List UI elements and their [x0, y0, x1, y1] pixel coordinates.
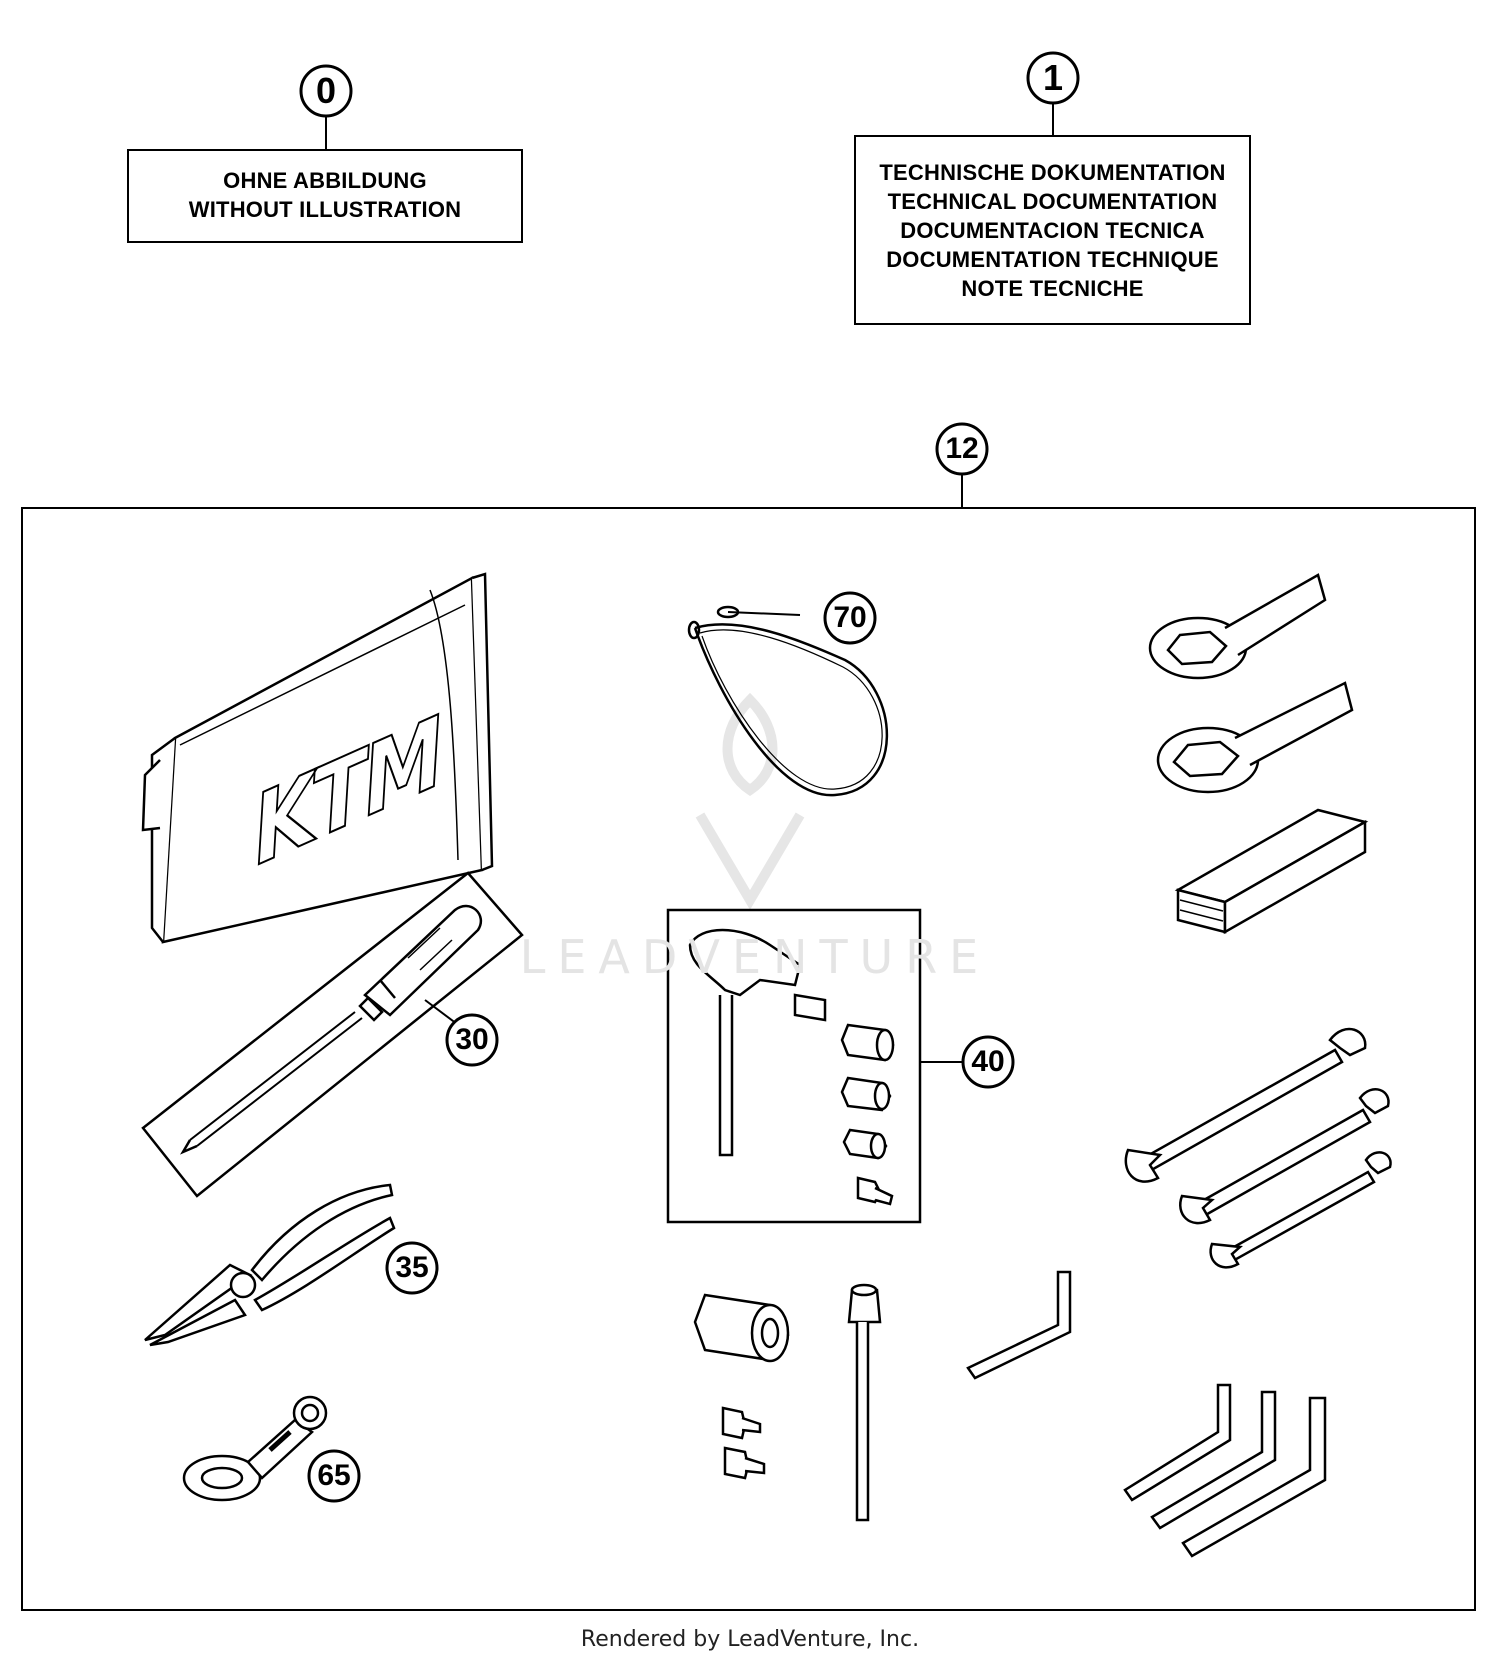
callout-40-number: 40 — [971, 1045, 1005, 1078]
t-handle-icon — [688, 928, 827, 1157]
small-bits-icon — [721, 1406, 766, 1480]
callout-12 — [935, 422, 989, 508]
hex-key-set-icon — [1123, 1383, 1327, 1558]
spoke-wrench-icon — [182, 1395, 328, 1502]
callout-12-number: 12 — [945, 432, 979, 465]
without-illustration-text: OHNE ABBILDUNG WITHOUT ILLUSTRATION — [128, 166, 522, 224]
screwdriver-set-icon — [141, 871, 524, 1198]
callout-0-number: 0 — [315, 70, 337, 111]
tech-doc-line-it: NOTE TECNICHE — [961, 276, 1144, 301]
technical-documentation-box — [854, 135, 1251, 325]
footer-credit: Rendered by LeadVenture, Inc. — [580, 1627, 920, 1652]
pliers-icon — [144, 1183, 396, 1347]
callout-40 — [920, 1035, 1015, 1089]
callout-65 — [307, 1449, 361, 1503]
open-end-wrenches-icon — [1124, 1027, 1392, 1269]
cable-strap-icon — [687, 605, 889, 797]
callout-65-number: 65 — [317, 1459, 351, 1492]
watermark-logo — [695, 692, 805, 910]
tech-doc-line-de: TECHNISCHE DOKUMENTATION — [879, 160, 1226, 185]
callout-30 — [424, 999, 499, 1067]
ring-spanner-icon — [1148, 573, 1354, 794]
callout-0 — [299, 64, 353, 150]
technical-documentation-text: TECHNISCHE DOKUMENTATION TECHNICAL DOCUM… — [855, 158, 1250, 303]
without-illustration-box — [127, 149, 523, 243]
bit-sockets-icon — [840, 1023, 895, 1206]
without-illustration-line-de: OHNE ABBILDUNG — [223, 168, 427, 193]
large-socket-icon — [693, 1293, 790, 1363]
callout-70 — [823, 591, 877, 645]
hex-key-icon — [966, 1270, 1072, 1380]
tool-bag-icon — [141, 572, 494, 944]
callout-1 — [1026, 51, 1080, 136]
callout-35 — [385, 1241, 439, 1295]
t-handle-set-box — [666, 908, 922, 1224]
wedge-block-icon — [1174, 808, 1369, 935]
extension-bar-icon — [847, 1283, 882, 1522]
tool-kit-frame — [21, 507, 1476, 1611]
watermark-text: LEADVENTURE — [519, 930, 991, 984]
callout-35-number: 35 — [395, 1251, 429, 1284]
callout-1-number: 1 — [1042, 57, 1064, 98]
tech-doc-line-en: TECHNICAL DOCUMENTATION — [887, 189, 1218, 214]
without-illustration-line-en: WITHOUT ILLUSTRATION — [188, 197, 462, 222]
callout-30-number: 30 — [455, 1023, 489, 1056]
tech-doc-line-es: DOCUMENTACION TECNICA — [900, 218, 1205, 243]
tech-doc-line-fr: DOCUMENTATION TECHNIQUE — [886, 247, 1219, 272]
callout-70-number: 70 — [833, 601, 867, 634]
